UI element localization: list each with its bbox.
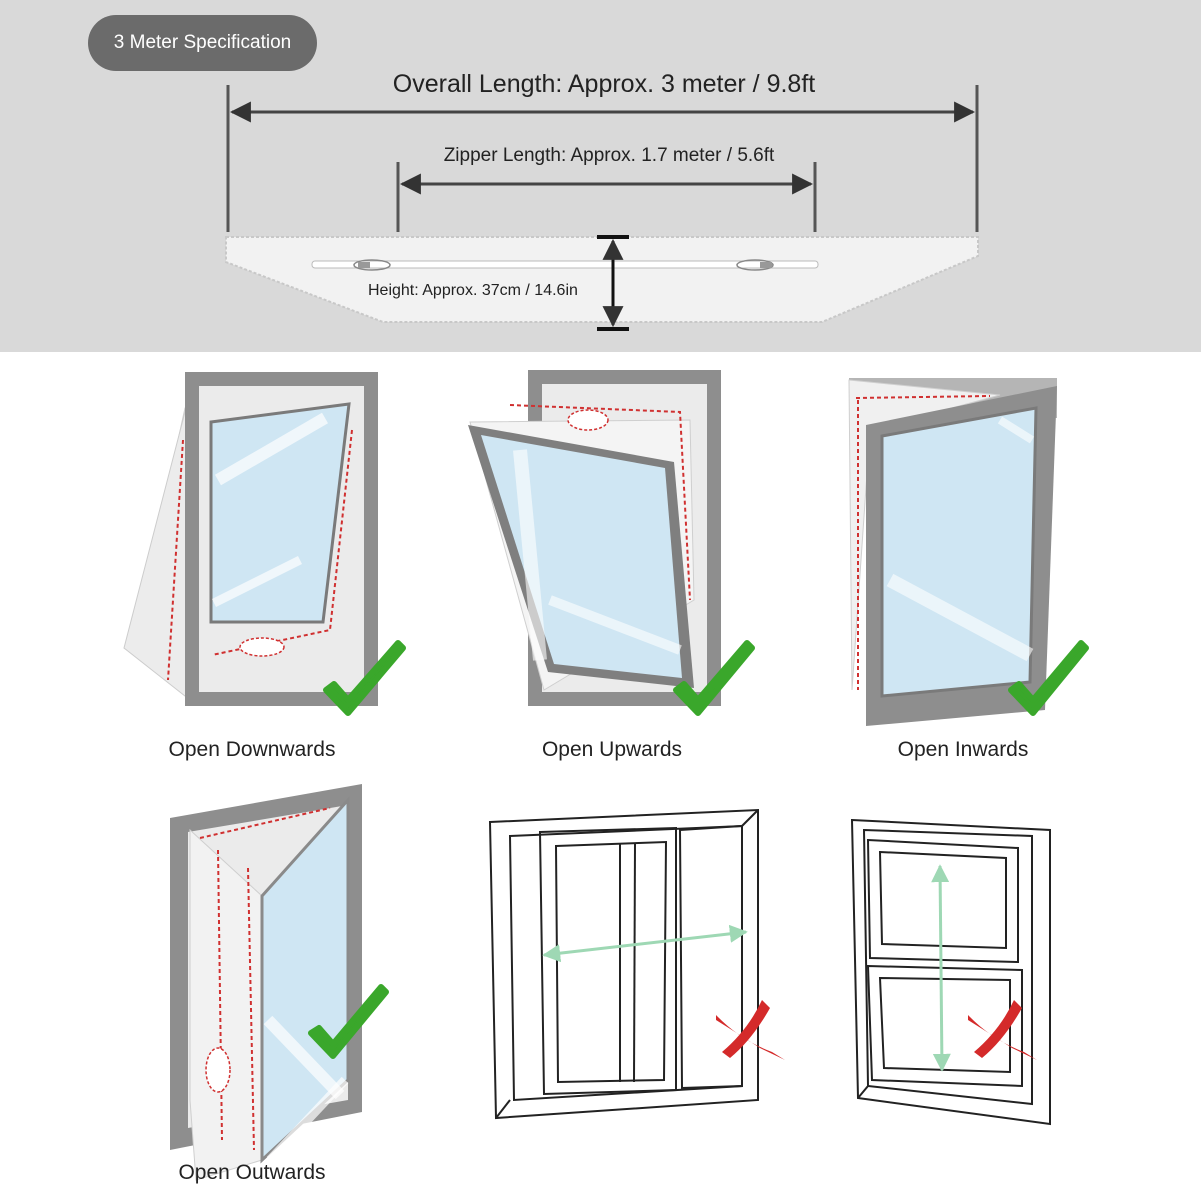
height-label: Height: Approx. 37cm / 14.6in: [368, 282, 578, 299]
sash-window-icon: [850, 818, 1051, 1126]
window-open-downwards: [123, 372, 378, 706]
zipper-pull-right: [736, 259, 774, 271]
slide-direction-arrow: [542, 924, 748, 963]
caption-open-downwards: Open Downwards: [168, 738, 336, 761]
cross-icon: [716, 1000, 785, 1060]
cross-icon: [968, 1000, 1037, 1060]
checkmark-icon: [308, 984, 389, 1059]
caption-open-outwards: Open Outwards: [178, 1161, 326, 1184]
caption-open-upwards: Open Upwards: [541, 738, 683, 761]
window-open-outwards: [170, 784, 362, 1181]
overall-length-label: Overall Length: Approx. 3 meter / 9.8ft: [392, 70, 816, 98]
checkmark-icon: [323, 640, 406, 716]
zipper-pull-left: [353, 259, 391, 271]
checkmark-icon: [1008, 640, 1089, 716]
overall-length-dimension: [226, 85, 979, 232]
specification-badge: 3 Meter Specification: [88, 15, 317, 71]
window-open-upwards: [468, 370, 721, 706]
sliding-window-icon: [488, 808, 759, 1120]
window-seal-strip: [225, 236, 979, 323]
caption-open-inwards: Open Inwards: [897, 738, 1029, 761]
checkmark-icon: [673, 640, 755, 716]
zipper-length-label: Zipper Length: Approx. 1.7 meter / 5.6ft: [443, 145, 775, 166]
height-dimension: [597, 235, 629, 331]
sash-direction-arrow: [931, 864, 951, 1072]
window-open-inwards: [848, 378, 1057, 726]
zipper-length-dimension: [396, 162, 817, 232]
